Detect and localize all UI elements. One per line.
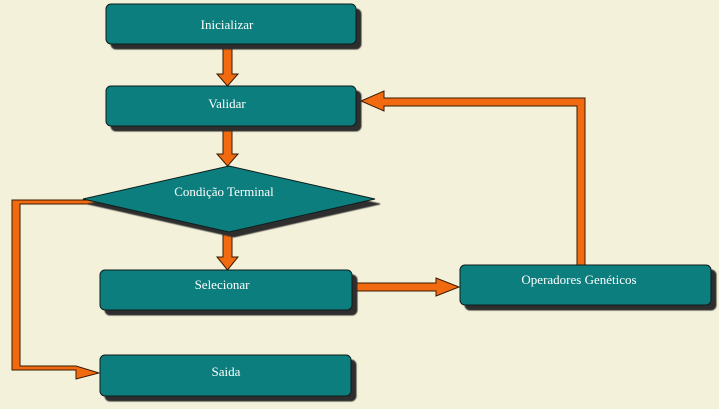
node-saida-label: Saida [212,364,241,379]
node-selecionar: Selecionar [99,269,353,311]
node-condicao-terminal: Condição Terminal [82,165,376,233]
arrow-condicao-to-selecionar [215,231,240,271]
node-validar-label: Validar [208,96,246,111]
arrow-selecionar-to-operadores [353,277,461,297]
arrow-condicao-to-saida [11,199,101,380]
arrow-inicializar-to-validar [215,44,240,87]
node-inicializar: Inicializar [105,3,357,45]
node-operadores-geneticos-label: Operadores Genéticos [521,272,636,287]
arrow-operadores-to-validar [359,90,586,266]
node-condicao-terminal-label: Condição Terminal [174,184,274,199]
node-operadores-geneticos: Operadores Genéticos [459,264,712,306]
node-saida: Saida [99,354,352,397]
arrows [11,44,586,380]
node-selecionar-label: Selecionar [195,277,251,292]
node-validar: Validar [105,85,357,127]
arrow-validar-to-condicao [215,126,240,167]
node-inicializar-label: Inicializar [201,17,254,32]
